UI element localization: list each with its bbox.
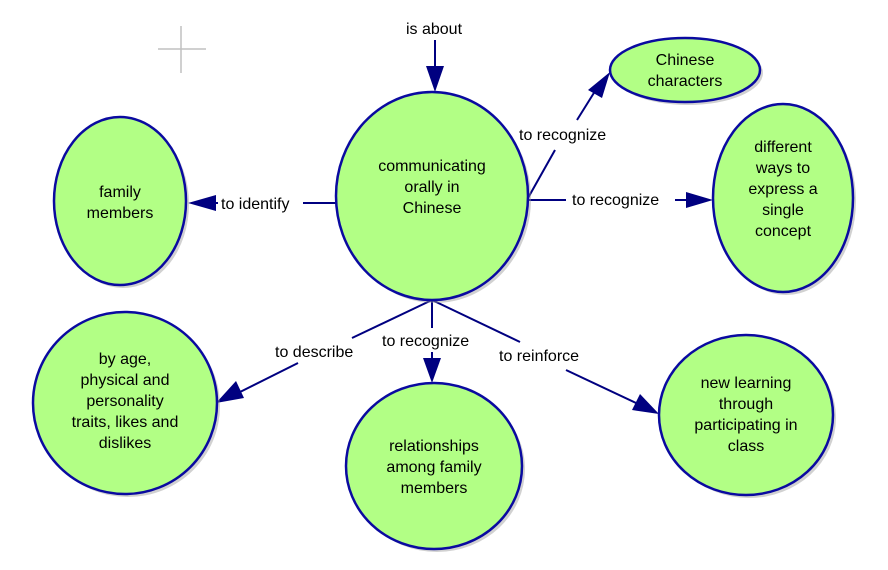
node-label: new learning through participating in class (694, 375, 797, 455)
link-to-describe[interactable]: to describe (216, 299, 433, 403)
arrow-left-icon (188, 195, 216, 211)
node-label-line: personality (86, 393, 163, 410)
arrow-down-icon (426, 66, 444, 92)
node-label-line: orally in (404, 179, 459, 196)
arrow-right-icon (686, 192, 713, 208)
node-label: different ways to express a single concept (748, 139, 817, 240)
concept-node-family[interactable]: family members (52, 115, 189, 288)
link-to-recognize-ways[interactable]: to recognize (528, 192, 713, 209)
concept-node-describe[interactable]: by age, physical and personality traits, li… (31, 310, 220, 497)
node-label-line: characters (648, 73, 723, 90)
node-ellipse (334, 90, 530, 302)
link-to-identify[interactable]: to identify (188, 195, 336, 213)
node-label: by age, physical and personality traits, li… (72, 351, 179, 452)
node-label-line: express a (748, 181, 817, 198)
link-to-recognize-relationships[interactable]: to recognize (382, 300, 469, 383)
node-label: Chinese characters (648, 52, 723, 90)
link-label: to recognize (519, 127, 606, 144)
incoming-link-label: is about (406, 21, 463, 38)
node-label-line: ways to (755, 160, 810, 177)
node-label-line: by age, (99, 351, 151, 368)
link-to-recognize-characters[interactable]: to recognize (519, 72, 610, 199)
concept-node-central[interactable]: communicating orally in Chinese (334, 90, 531, 303)
node-label: relationships among family members (386, 438, 481, 497)
node-label-line: dislikes (99, 435, 151, 452)
node-label-line: traits, likes and (72, 414, 179, 431)
node-label-line: new learning (701, 375, 792, 392)
link-label: to describe (275, 344, 353, 361)
node-label: family members (87, 184, 154, 222)
link-label: to reinforce (499, 348, 579, 365)
node-ellipse (608, 36, 762, 104)
concept-node-learning[interactable]: new learning through participating in class (657, 333, 836, 498)
concept-node-relationships[interactable]: relationships among family members (344, 381, 525, 552)
arrow-down-left-icon (216, 381, 244, 403)
node-ellipse (657, 333, 835, 497)
concept-node-ways[interactable]: different ways to express a single concept (711, 102, 856, 295)
node-label-line: relationships (389, 438, 479, 455)
node-label-line: class (728, 438, 764, 455)
node-ellipse (52, 115, 188, 287)
arrow-down-right-icon (632, 394, 659, 414)
link-label: to recognize (382, 333, 469, 350)
link-to-reinforce[interactable]: to reinforce (431, 299, 659, 414)
node-ellipse (344, 381, 524, 551)
node-label-line: communicating (378, 158, 486, 175)
concept-node-characters[interactable]: Chinese characters (608, 36, 763, 105)
arrow-up-right-icon (588, 72, 610, 98)
node-label-line: through (719, 396, 773, 413)
node-label-line: Chinese (403, 200, 462, 217)
node-label: communicating orally in Chinese (378, 158, 486, 217)
node-label-line: members (401, 480, 468, 497)
link-label: to identify (221, 196, 289, 213)
node-label-line: among family (386, 459, 481, 476)
node-label-line: family (99, 184, 141, 201)
incoming-link[interactable]: is about (406, 21, 463, 92)
node-ellipse (711, 102, 855, 294)
node-label-line: physical and (81, 372, 170, 389)
node-label-line: participating in (694, 417, 797, 434)
node-ellipse (31, 310, 219, 496)
node-label-line: concept (755, 223, 812, 240)
node-label-line: single (762, 202, 804, 219)
link-label: to recognize (572, 192, 659, 209)
node-label-line: members (87, 205, 154, 222)
arrow-down-icon (423, 358, 441, 383)
crosshair-marker (158, 26, 206, 73)
node-label-line: different (754, 139, 812, 156)
node-label-line: Chinese (656, 52, 715, 69)
